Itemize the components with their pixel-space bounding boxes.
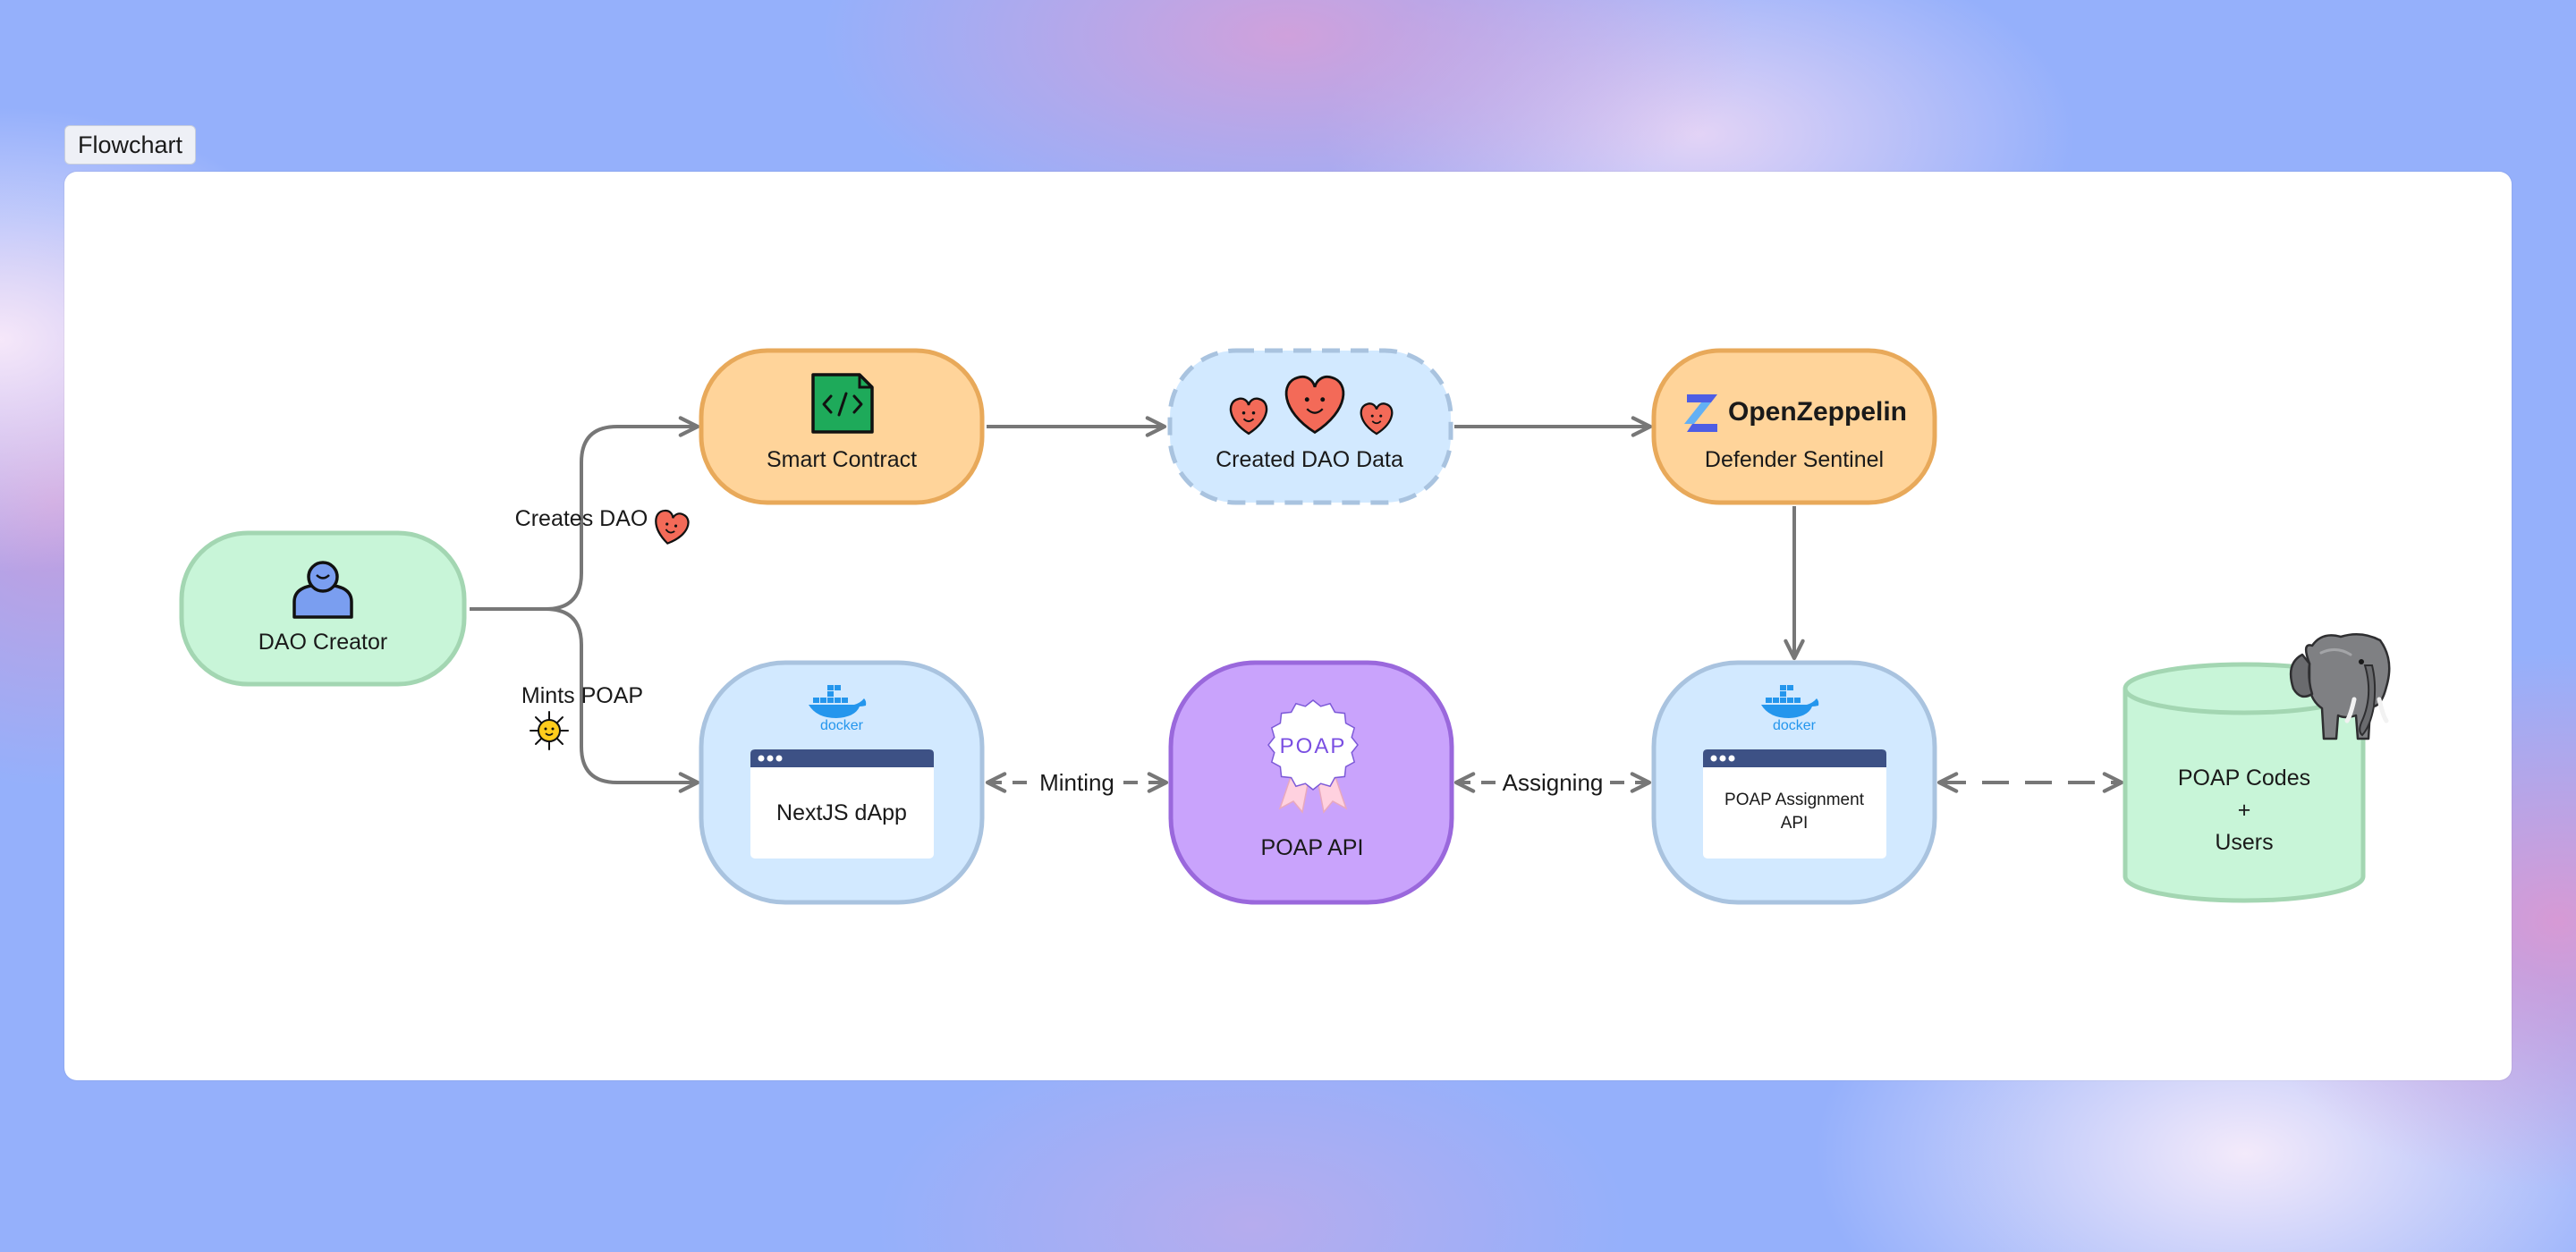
db-label-line2: + — [2238, 798, 2251, 823]
poap-logo-text: POAP — [1280, 734, 1347, 758]
poap-badge-icon — [1267, 699, 1359, 814]
browser-window-icon — [750, 749, 934, 859]
flowchart-frame — [64, 172, 2512, 1080]
frame-title-tab[interactable]: Flowchart — [64, 125, 197, 165]
node-label-dao-creator: DAO Creator — [258, 630, 387, 655]
openzeppelin-logo-icon — [1684, 394, 1717, 432]
heart-small-icon — [655, 509, 690, 545]
node-smart-contract[interactable]: Smart Contract — [699, 348, 985, 505]
node-label-created-dao-data: Created DAO Data — [1216, 447, 1403, 472]
hearts-icon — [1229, 376, 1394, 436]
node-created-dao-data[interactable]: Created DAO Data — [1167, 348, 1453, 505]
browser-window-icon — [1703, 749, 1886, 859]
node-label-poap-api: POAP API — [1261, 835, 1364, 860]
node-label-poap-assignment-api-line2: API — [1781, 814, 1809, 833]
edge-creator-to-nextjs-dapp[interactable] — [545, 607, 700, 793]
openzeppelin-brand-text: OpenZeppelin — [1728, 397, 1907, 427]
svg-text:docker: docker — [820, 718, 864, 733]
edge-label-assigning: Assigning — [1503, 769, 1604, 796]
db-label-line3: Users — [2215, 830, 2273, 855]
docker-whale-icon: docker — [1761, 685, 1819, 733]
node-label-poap-assignment-api-line1: POAP Assignment — [1724, 791, 1865, 809]
edge-label-creates-dao: Creates DAO — [515, 506, 648, 531]
node-poap-assignment-api[interactable]: docker POAP Assignment API — [1651, 660, 1937, 905]
postgres-elephant-icon — [2289, 633, 2391, 740]
node-dao-creator[interactable]: DAO Creator — [179, 530, 467, 687]
docker-whale-icon: docker — [809, 685, 867, 733]
svg-text:docker: docker — [1773, 718, 1817, 733]
node-nextjs-dapp[interactable]: docker NextJS dApp — [699, 660, 985, 905]
node-poap-api[interactable]: POAP POAP API — [1168, 660, 1454, 905]
sun-icon — [530, 711, 569, 750]
node-label-nextjs-dapp: NextJS dApp — [776, 800, 907, 825]
code-file-icon — [811, 373, 874, 434]
edge-label-minting: Minting — [1039, 769, 1114, 796]
node-label-defender-sentinel: Defender Sentinel — [1705, 447, 1884, 472]
node-label-smart-contract: Smart Contract — [767, 447, 917, 472]
node-poap-codes-users-database[interactable]: POAP Codes + Users — [2123, 662, 2366, 903]
edge-creator-to-smart-contract[interactable] — [470, 416, 700, 611]
user-icon — [292, 561, 353, 619]
node-openzeppelin-defender[interactable]: OpenZeppelin Defender Sentinel — [1651, 348, 1937, 505]
edge-label-mints-poap: Mints POAP — [521, 683, 643, 708]
db-label-line1: POAP Codes — [2178, 766, 2310, 791]
